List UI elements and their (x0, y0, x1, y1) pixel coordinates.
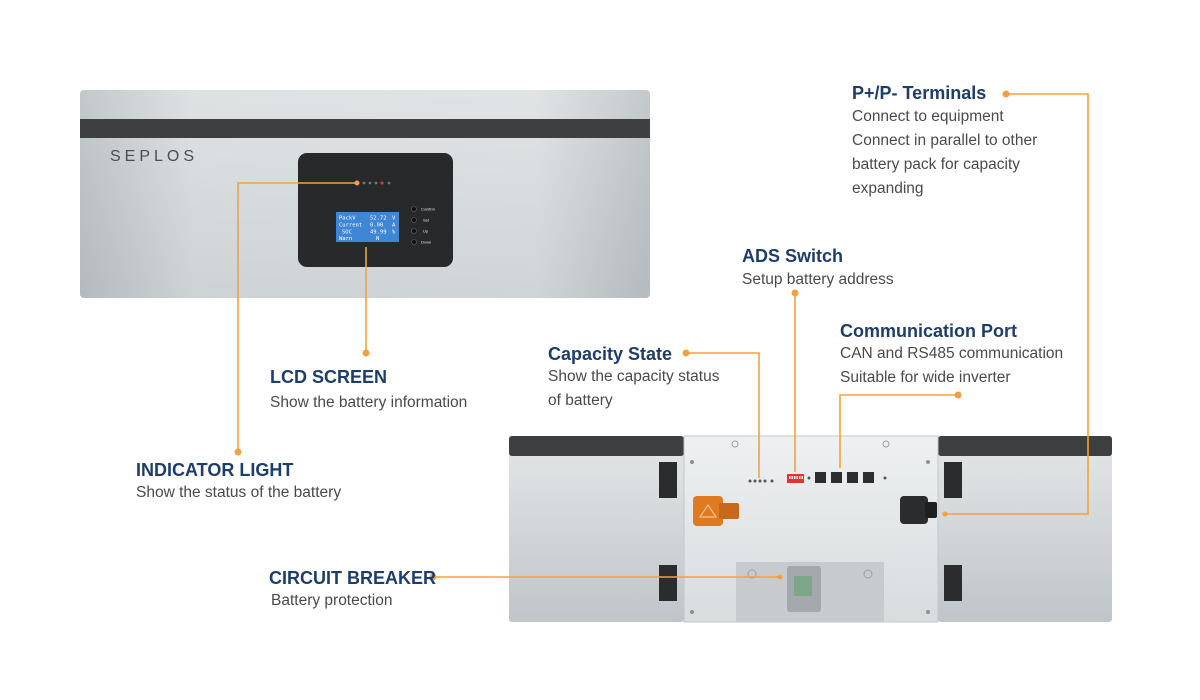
capacity-leds (748, 479, 774, 483)
svg-text:Warn: Warn (339, 236, 352, 242)
svg-text:%: % (392, 230, 396, 236)
callout-ads-switch: ADS Switch Setup battery address (742, 245, 894, 292)
negative-terminal-connector (900, 496, 937, 524)
indicator-leds (362, 181, 391, 185)
svg-text:52.72: 52.72 (370, 216, 387, 222)
svg-text:SOC: SOC (342, 230, 352, 236)
panel-buttons: Confirm Set Up Down (411, 206, 436, 245)
communication-ports[interactable] (815, 472, 874, 483)
callout-line: battery pack for capacity (852, 156, 1020, 173)
callout-title: LCD SCREEN (270, 367, 388, 387)
svg-text:V: V (392, 216, 396, 222)
callout-terminals: P+/P- Terminals Connect to equipment Con… (852, 82, 1037, 201)
callout-lcd-screen: LCD SCREEN Show the battery information (270, 366, 467, 415)
svg-text:Up: Up (423, 229, 429, 234)
callout-line: Show the battery information (270, 394, 468, 411)
callout-line: expanding (852, 180, 924, 197)
callout-title: Communication Port (840, 321, 1018, 341)
svg-text:N: N (376, 236, 379, 242)
callout-leaders (237, 93, 1089, 578)
callout-capacity-state: Capacity State Show the capacity status … (548, 343, 719, 413)
callout-line: Connect to equipment (852, 108, 1004, 125)
svg-text:Confirm: Confirm (421, 207, 436, 212)
svg-text:Set: Set (423, 218, 430, 223)
callout-dots (234, 90, 1010, 581)
callout-title: Capacity State (548, 344, 673, 364)
svg-text:Current: Current (339, 223, 362, 229)
top-bumper (80, 119, 650, 138)
callout-line: Show the capacity status (548, 368, 720, 385)
brand-logo: SEPLOS (110, 148, 198, 165)
svg-text:A: A (392, 223, 396, 229)
up-button[interactable] (411, 228, 417, 234)
callout-circuit-breaker: CIRCUIT BREAKER Battery protection (269, 567, 436, 613)
callout-line: Battery protection (271, 592, 393, 609)
lcd-screen (336, 212, 399, 242)
callout-line: Suitable for wide inverter (840, 369, 1011, 386)
svg-text:49.99: 49.99 (370, 230, 387, 236)
positive-terminal-connector (693, 496, 739, 526)
callout-title: ADS Switch (742, 246, 844, 266)
svg-text:0.00: 0.00 (370, 223, 383, 229)
callout-title: P+/P- Terminals (852, 83, 987, 103)
callout-line: CAN and RS485 communication (840, 345, 1064, 362)
callout-indicator-light: INDICATOR LIGHT Show the status of the b… (136, 459, 341, 505)
svg-text:PackV: PackV (339, 216, 356, 222)
battery-front-view: SEPLOS PackV 52.72 V Current 0.00 A SOC … (80, 90, 650, 298)
callout-title: INDICATOR LIGHT (136, 460, 294, 480)
callout-line: Show the status of the battery (136, 484, 342, 501)
callout-line: of battery (548, 392, 613, 409)
callout-title: CIRCUIT BREAKER (269, 568, 437, 588)
callout-line: Setup battery address (742, 271, 894, 288)
callout-line: Connect in parallel to other (852, 132, 1038, 149)
lcd-readout: PackV 52.72 V Current 0.00 A SOC 49.99 %… (339, 216, 396, 243)
svg-text:Down: Down (421, 240, 431, 245)
ads-dip-switch[interactable] (787, 474, 804, 483)
confirm-button[interactable] (411, 206, 417, 212)
down-button[interactable] (411, 239, 417, 245)
set-button[interactable] (411, 217, 417, 223)
battery-rear-view (509, 435, 1112, 623)
callout-communication-port: Communication Port CAN and RS485 communi… (840, 320, 1063, 390)
